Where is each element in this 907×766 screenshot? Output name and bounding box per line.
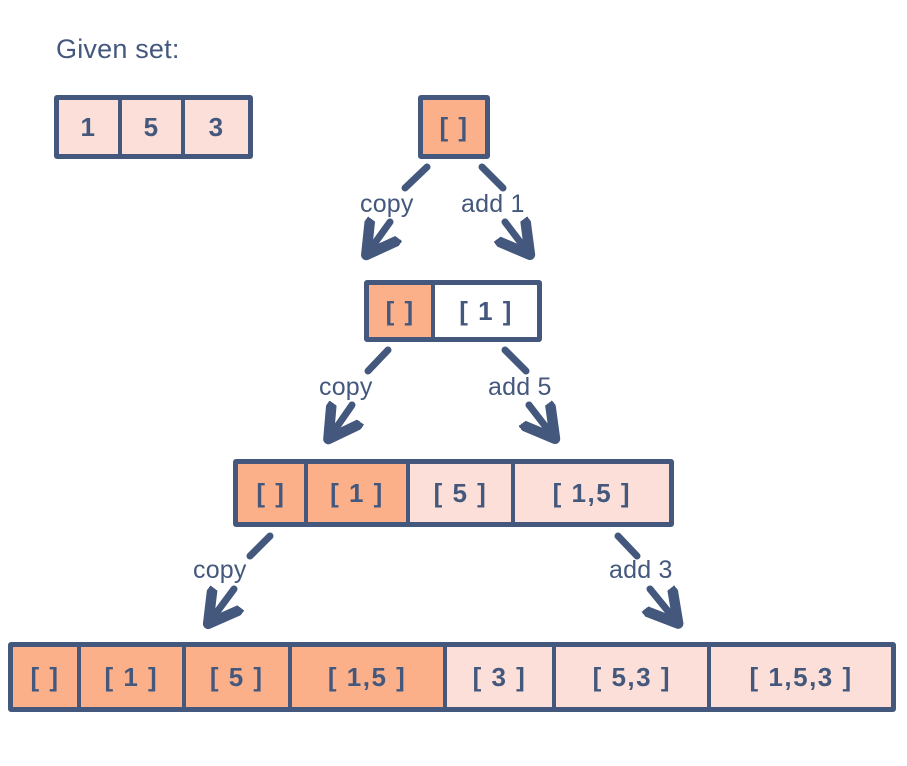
arrow-label-add-2: add 5 [488, 373, 552, 401]
arrow-add-3-stem [614, 532, 641, 560]
arrow-copy-3-head [214, 585, 234, 616]
subset-cell: [ 3 ] [446, 647, 557, 707]
subset-cell: [ 5,3 ] [556, 647, 712, 707]
arrow-copy-2-stem [364, 346, 392, 375]
arrow-copy-1-stem [401, 163, 431, 192]
page-title: Given set: [56, 34, 180, 64]
given-set-cell: 5 [122, 100, 186, 154]
subset-cell: [ 1 ] [80, 647, 186, 707]
arrow-add-1-stem [478, 163, 507, 192]
subset-cell: [ ] [13, 647, 81, 707]
level-2-row: [ ] [ 1 ] [364, 280, 542, 342]
subset-cell: [ 1,5,3 ] [711, 647, 891, 707]
arrow-add-3-head [650, 589, 672, 616]
arrow-add-1-head [505, 222, 524, 247]
arrow-add-2-head [529, 405, 549, 431]
subset-cell: [ 1,5 ] [291, 647, 447, 707]
arrow-label-copy-2: copy [319, 373, 373, 401]
arrow-copy-1-head [372, 222, 390, 247]
subset-cell: [ ] [423, 100, 485, 154]
subset-cell: [ ] [369, 285, 436, 337]
arrow-label-add-3: add 3 [609, 556, 673, 584]
arrow-label-add-1: add 1 [461, 190, 525, 218]
level-3-row: [ ] [ 1 ] [ 5 ] [ 1,5 ] [233, 459, 674, 527]
arrow-copy-2-head [334, 405, 352, 431]
level-1-row: [ ] [418, 95, 490, 159]
subset-cell: [ ] [238, 464, 308, 522]
subset-cell: [ 5 ] [185, 647, 292, 707]
subset-cell: [ 5 ] [410, 464, 515, 522]
subset-cell: [ 1 ] [435, 285, 537, 337]
level-4-row: [ ] [ 1 ] [ 5 ] [ 1,5 ] [ 3 ] [ 5,3 ] [ … [8, 642, 896, 712]
arrow-add-2-stem [501, 346, 530, 375]
arrow-label-copy-3: copy [193, 556, 247, 584]
subset-cell: [ 1,5 ] [514, 464, 669, 522]
arrow-label-copy-1: copy [360, 190, 414, 218]
given-set-row: 1 5 3 [54, 95, 253, 159]
given-set-cell: 3 [185, 100, 248, 154]
given-set-cell: 1 [59, 100, 123, 154]
subset-cell: [ 1 ] [307, 464, 411, 522]
arrow-copy-3-stem [246, 532, 274, 560]
